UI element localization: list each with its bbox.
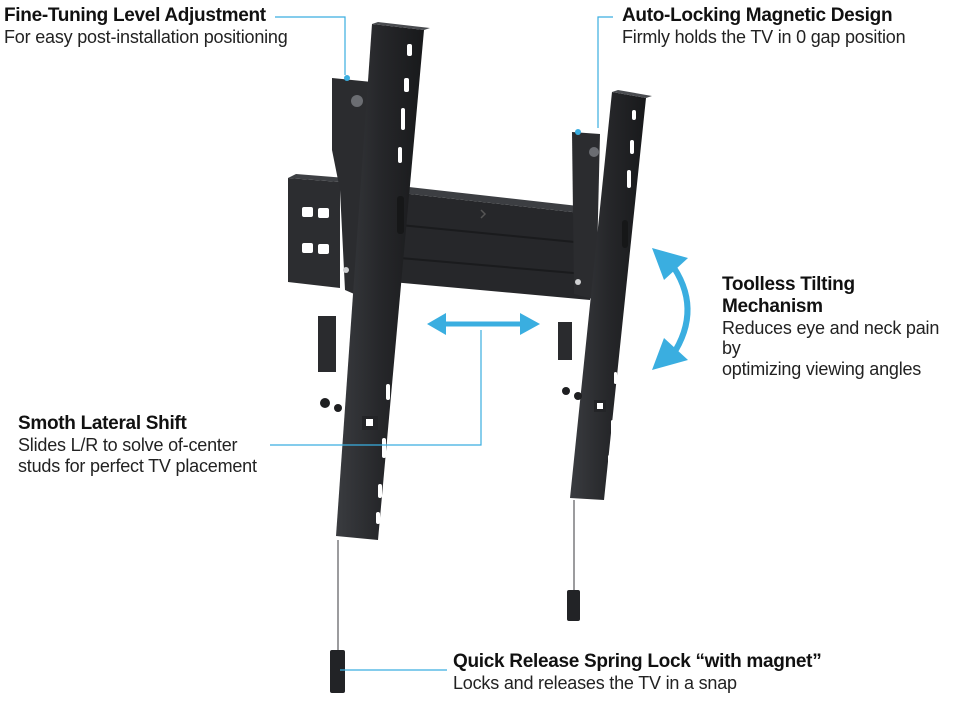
feature-desc: Locks and releases the TV in a snap	[453, 672, 737, 693]
callout-line-auto-locking	[597, 16, 613, 128]
right-bracket-back	[558, 129, 600, 360]
feature-quick-release: Quick Release Spring Lock “with magnet” …	[453, 651, 822, 694]
feature-title: Fine-Tuning Level Adjustment	[4, 5, 266, 26]
feature-desc-line-1: Slides L/R to solve of-center	[18, 434, 238, 455]
feature-title: Quick Release Spring Lock “with magnet”	[453, 651, 822, 672]
right-lower-hardware	[562, 387, 606, 621]
callout-lines	[270, 16, 613, 671]
feature-title: Smoth Lateral Shift	[18, 413, 187, 434]
feature-title: Toolless Tilting Mechanism	[722, 274, 855, 317]
feature-fine-tuning: Fine-Tuning Level Adjustment For easy po…	[4, 5, 288, 48]
feature-desc: Firmly holds the TV in 0 gap position	[622, 26, 906, 47]
feature-desc-line-2: optimizing viewing angles	[722, 359, 922, 380]
left-arm	[336, 22, 430, 540]
feature-desc-line-1: Reduces eye and neck pain by	[722, 317, 940, 359]
feature-desc-line-2: studs for perfect TV placement	[18, 455, 257, 476]
crossbar	[392, 186, 596, 300]
feature-lateral-shift: Smoth Lateral Shift Slides L/R to solve …	[18, 413, 257, 476]
right-arm	[570, 90, 652, 500]
callout-line-fine-tuning	[275, 16, 346, 75]
left-lower-hardware	[320, 398, 378, 693]
feature-desc: For easy post-installation positioning	[4, 26, 288, 47]
lateral-shift-arrow-icon	[427, 313, 540, 335]
tilt-arc-arrow-icon	[652, 248, 691, 370]
feature-toolless-tilt: Toolless Tilting Mechanism Reduces eye a…	[722, 274, 960, 380]
feature-auto-locking: Auto-Locking Magnetic Design Firmly hold…	[622, 5, 906, 48]
feature-title: Auto-Locking Magnetic Design	[622, 5, 893, 26]
callout-line-lateral	[270, 330, 482, 446]
wall-plate	[288, 174, 346, 288]
